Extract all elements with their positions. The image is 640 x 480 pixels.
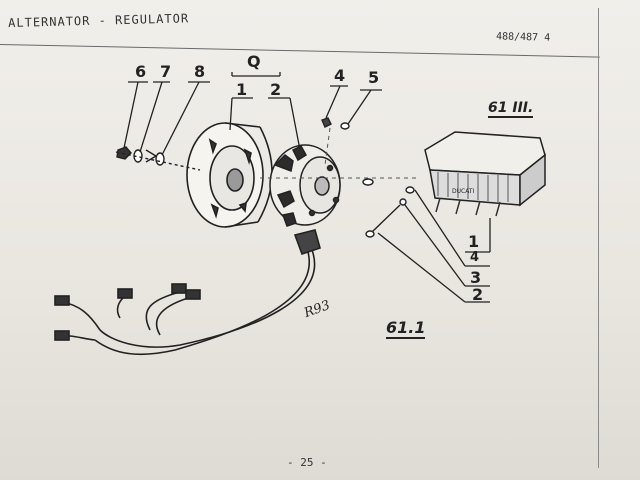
margin-rule xyxy=(598,8,599,468)
callout-group-q: Q xyxy=(247,52,261,71)
callout-2-regulator: 2 xyxy=(472,285,484,304)
stator xyxy=(269,144,341,227)
callout-7-washer: 7 xyxy=(160,62,172,81)
rotor-flywheel xyxy=(186,122,273,228)
regulator-reference: 61 III. xyxy=(488,100,534,118)
callout-leaders xyxy=(123,72,491,303)
stator-screw xyxy=(321,117,350,130)
page-number: - 25 - xyxy=(287,456,327,469)
svg-text:DUCATI: DUCATI xyxy=(452,188,475,195)
callout-1-regulator: 1 xyxy=(468,232,480,251)
wiring-harness xyxy=(54,229,321,356)
rotor-nut-washers xyxy=(115,146,201,171)
voltage-regulator: DUCATI xyxy=(424,131,546,217)
callout-5-washer: 5 xyxy=(368,68,380,87)
callout-8-washer: 8 xyxy=(194,62,206,81)
regulator-screw xyxy=(362,178,415,238)
callout-2-stator: 2 xyxy=(270,80,282,99)
assembly-axis xyxy=(260,127,420,179)
callout-3-regulator: 3 xyxy=(470,268,482,287)
callout-4-screw: 4 xyxy=(334,66,346,85)
callout-4-regulator: 4 xyxy=(470,250,480,265)
callout-1-rotor: 1 xyxy=(236,80,248,99)
callout-6-nut: 6 xyxy=(135,62,147,81)
alternator-reference: 61.1 xyxy=(386,318,426,339)
